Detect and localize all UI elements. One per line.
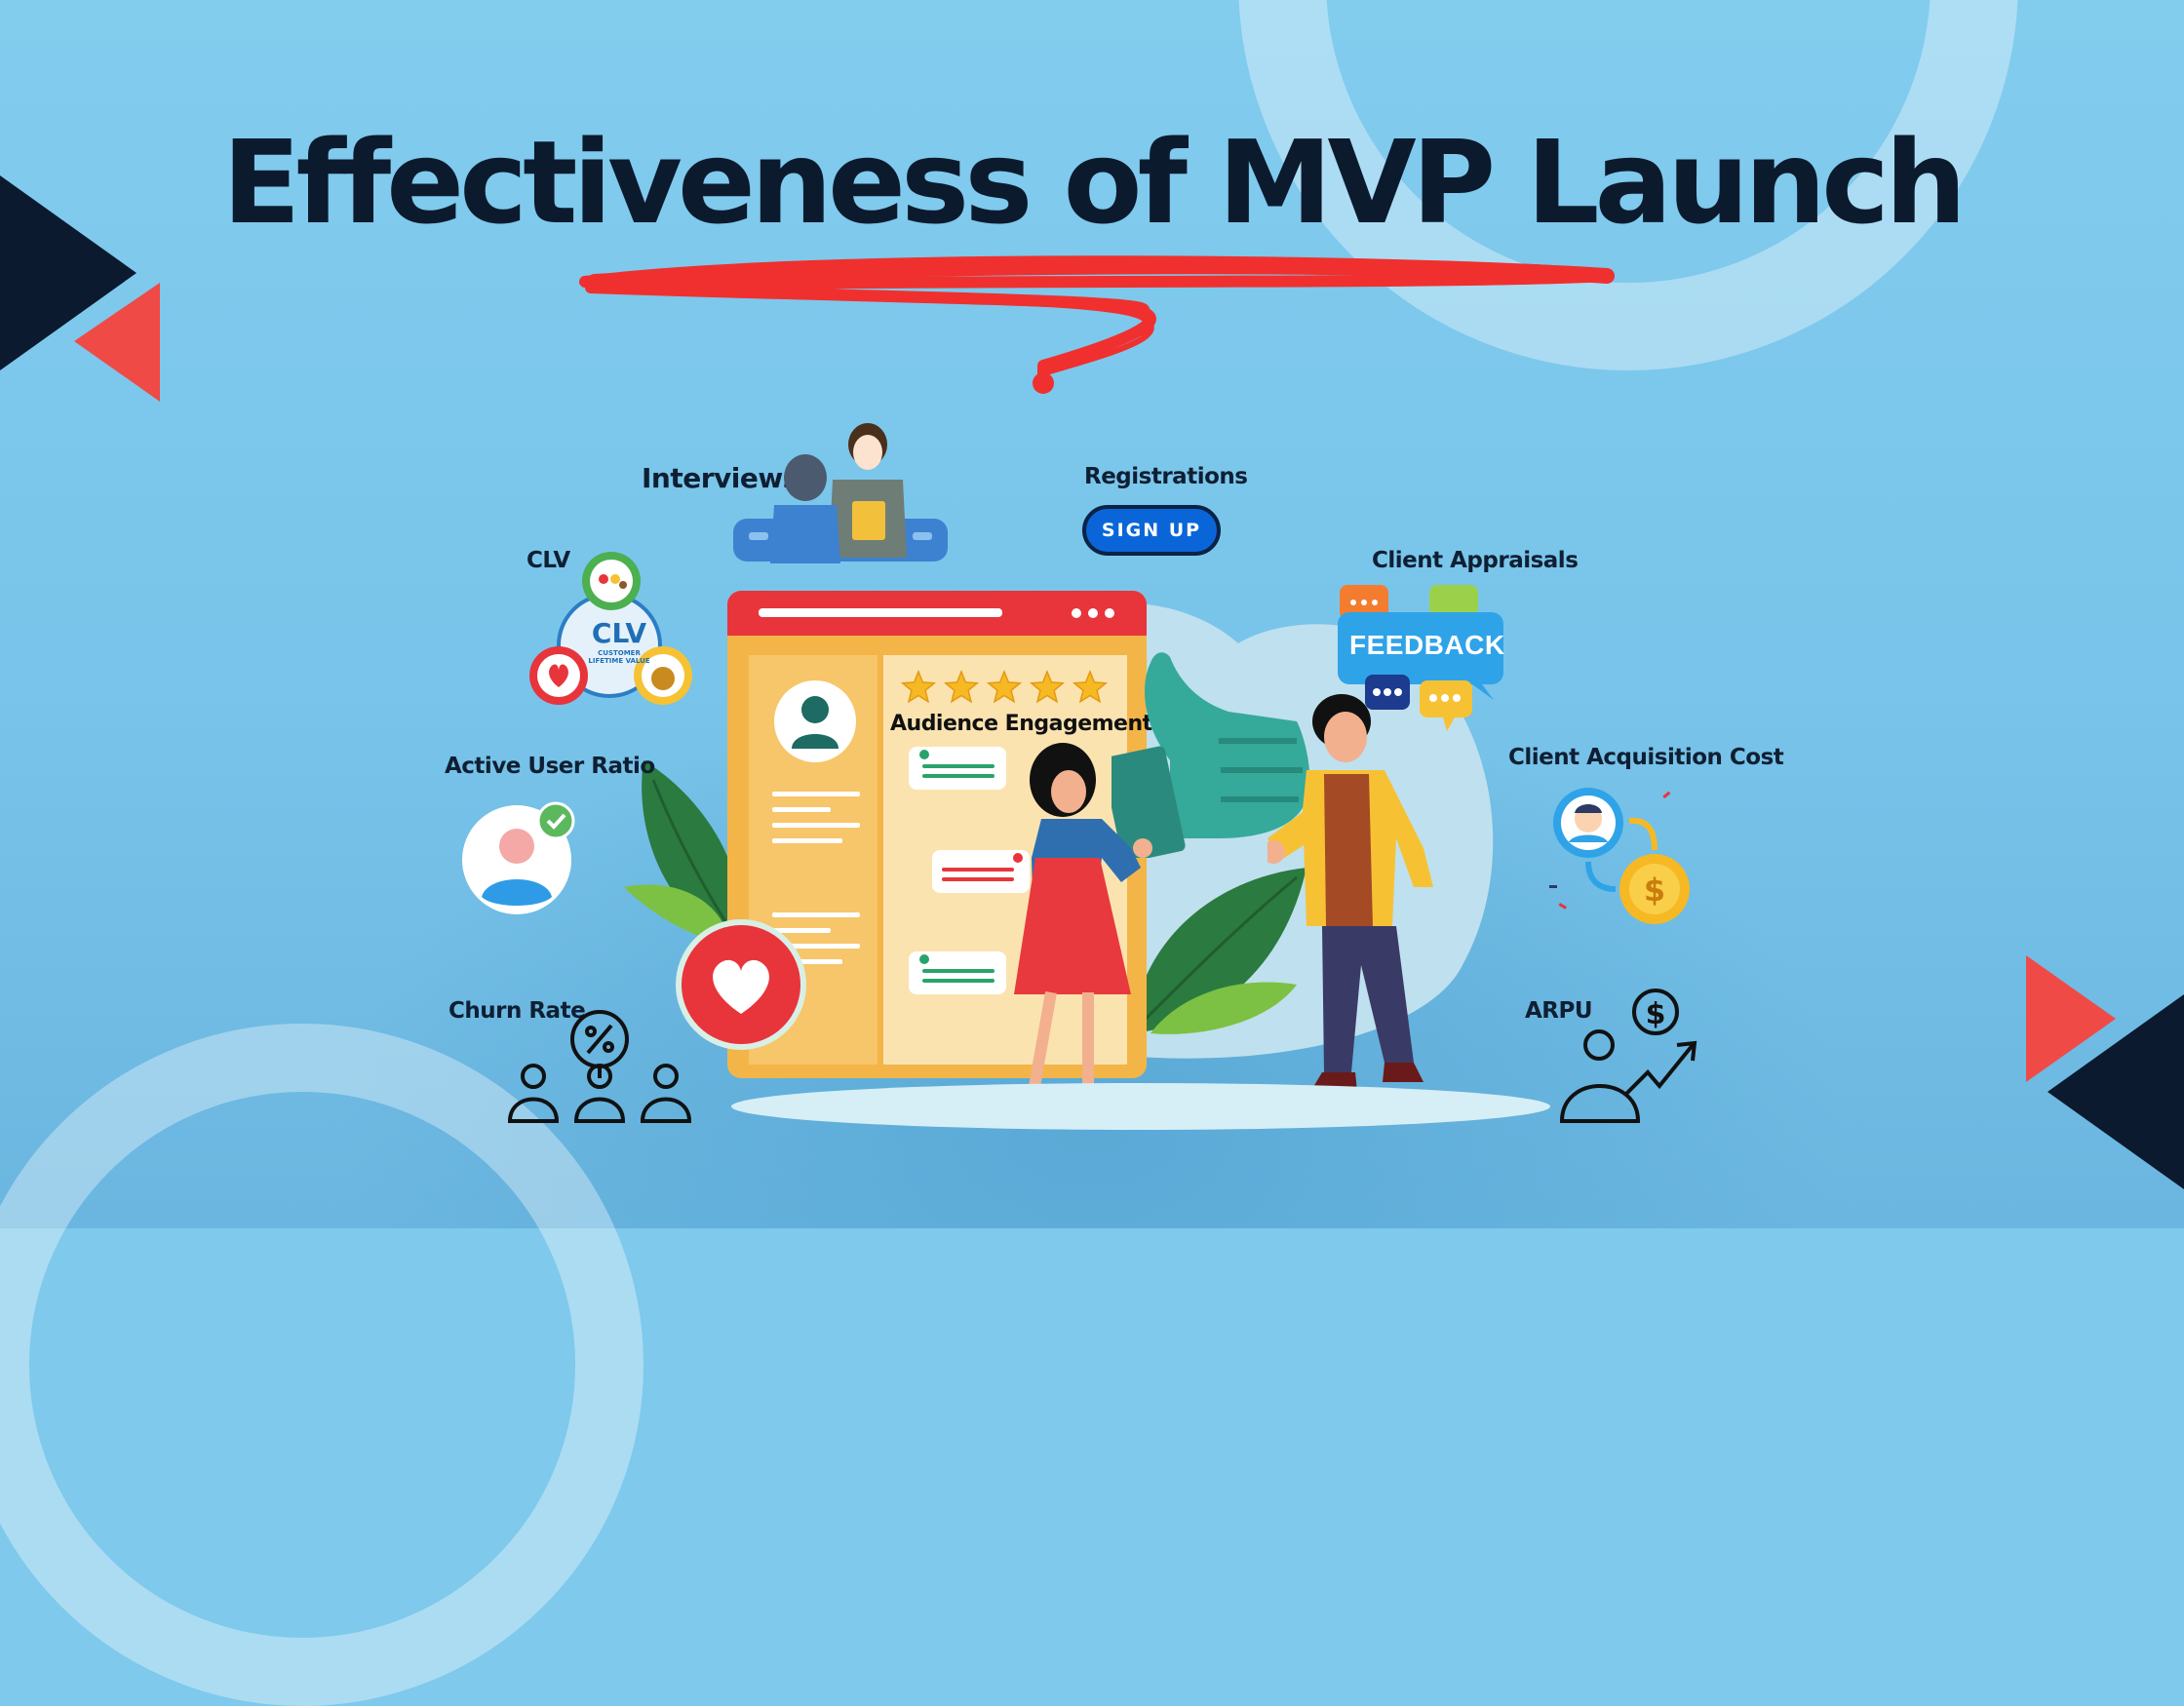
svg-text:$: $ bbox=[1646, 997, 1666, 1031]
comment-bubble-3 bbox=[909, 951, 1006, 994]
clv-badge-abbr: CLV bbox=[591, 617, 647, 649]
man-figure bbox=[1268, 694, 1433, 1092]
churn-rate-label: Churn Rate bbox=[448, 998, 586, 1024]
acquisition-cost-icon: $ bbox=[1549, 788, 1690, 924]
arpu-label: ARPU bbox=[1525, 998, 1593, 1024]
star-icon bbox=[900, 669, 937, 704]
leaves-right bbox=[1129, 868, 1306, 1035]
title-underline bbox=[579, 255, 1615, 394]
client-acquisition-cost-label: Client Acquisition Cost bbox=[1508, 745, 1784, 770]
rating-stars bbox=[900, 669, 1109, 704]
client-appraisals-label: Client Appraisals bbox=[1372, 548, 1579, 573]
feedback-text: FEEDBACK bbox=[1349, 630, 1505, 660]
woman-figure bbox=[1014, 743, 1152, 1115]
star-icon bbox=[1072, 669, 1109, 704]
clv-label: CLV bbox=[526, 548, 570, 573]
arpu-icon: $ bbox=[1559, 989, 1697, 1123]
svg-text:$: $ bbox=[1644, 872, 1665, 909]
active-user-icon bbox=[462, 801, 575, 914]
page-title: Effectiveness of MVP Launch bbox=[221, 115, 1967, 250]
comment-bubble-1 bbox=[909, 747, 1006, 790]
clv-badge-full: CUSTOMER LIFETIME VALUE bbox=[588, 649, 650, 665]
active-user-ratio-label: Active User Ratio bbox=[445, 754, 655, 779]
registrations-label: Registrations bbox=[1084, 464, 1248, 489]
comment-bubble-2 bbox=[932, 850, 1030, 893]
clv-icon bbox=[529, 552, 692, 705]
star-icon bbox=[986, 669, 1023, 704]
heart-icon bbox=[676, 919, 806, 1050]
feedback-icon bbox=[1338, 585, 1503, 731]
triangles-right bbox=[2026, 955, 2184, 1189]
ground-shadow bbox=[731, 1083, 1550, 1130]
signup-icon: SIGN UP bbox=[1082, 505, 1221, 556]
interview-icon bbox=[733, 423, 948, 563]
interviews-label: Interviews bbox=[642, 462, 799, 494]
thumbs-up-icon bbox=[1112, 652, 1310, 858]
star-icon bbox=[1029, 669, 1066, 704]
churn-rate-icon bbox=[507, 1010, 692, 1123]
triangles-left bbox=[0, 175, 160, 402]
audience-engagement-label: Audience Engagement bbox=[890, 712, 1152, 736]
star-icon bbox=[943, 669, 980, 704]
